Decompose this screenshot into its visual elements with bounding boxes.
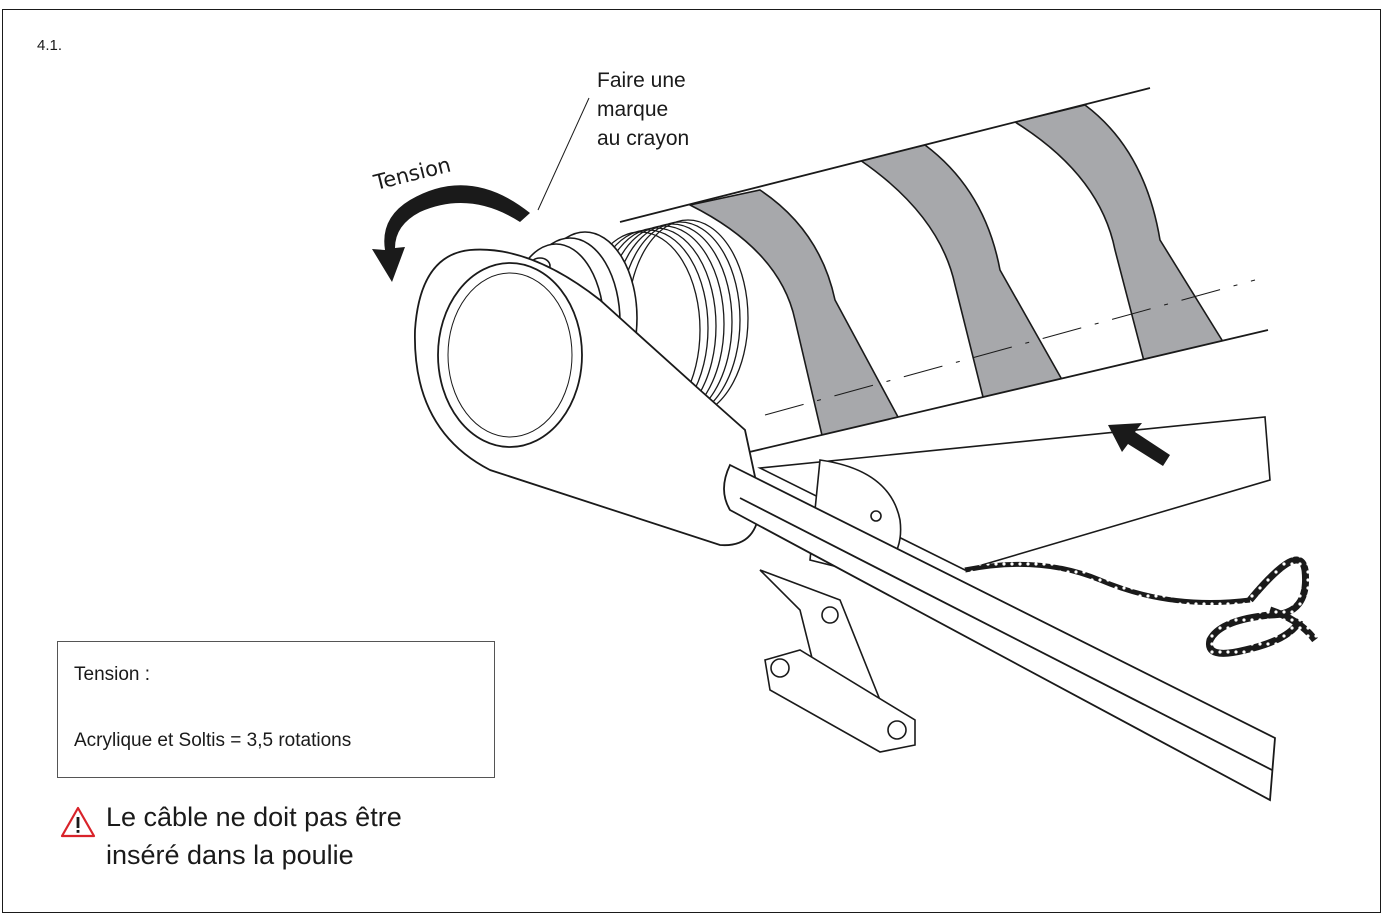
end-cap-window: [437, 262, 583, 448]
roller-tube: [619, 87, 1269, 454]
warning-line: inséré dans la poulie: [106, 840, 354, 870]
diagram-frame: [2, 9, 1381, 913]
callout-line: au crayon: [597, 127, 690, 150]
warning-triangle-icon: [60, 806, 96, 838]
cable: [964, 561, 1251, 605]
rotation-arrow: [372, 185, 530, 282]
warning-line: Le câble ne doit pas être: [106, 802, 402, 832]
callout-line: Faire une: [597, 69, 686, 92]
step-number: 4.1.: [37, 37, 63, 54]
callout-line: marque: [597, 98, 669, 121]
callout-leader: [537, 97, 590, 211]
cable-loop: [1205, 556, 1318, 657]
tension-title: Tension :: [74, 664, 151, 685]
tension-value: Acrylique et Soltis = 3,5 rotations: [74, 730, 352, 751]
tension-info-box: Tension : Acrylique et Soltis = 3,5 rota…: [57, 641, 495, 778]
pencil-mark-callout: Faire une marque au crayon: [597, 66, 689, 153]
front-bar: [723, 463, 1276, 802]
insertion-arrow: [1108, 423, 1170, 466]
